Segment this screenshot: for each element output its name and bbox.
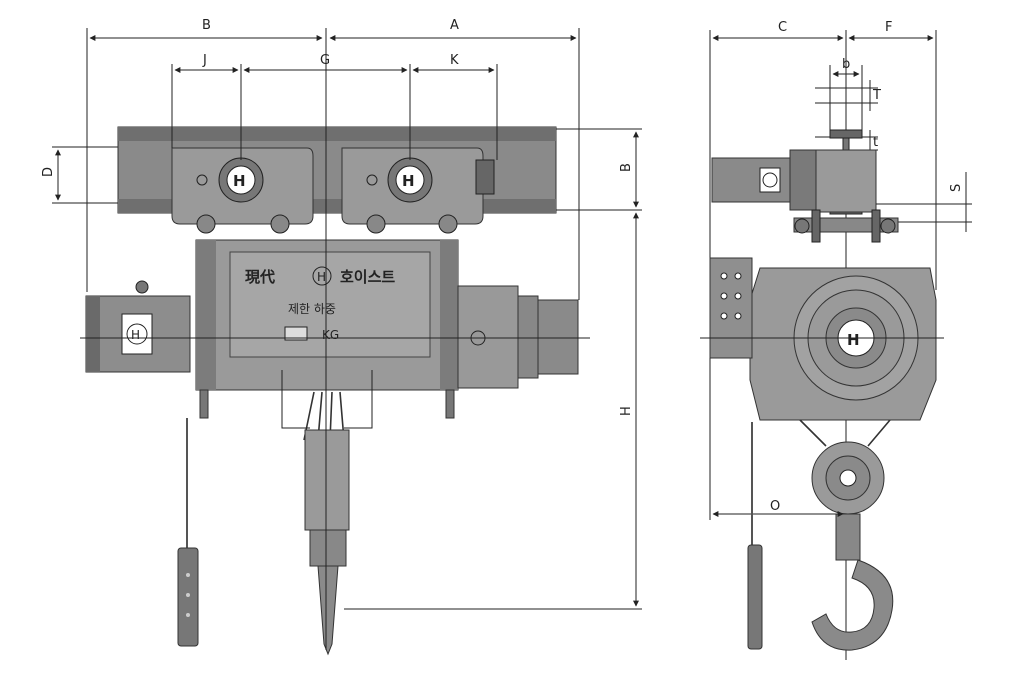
trolley-right: H	[341, 147, 495, 234]
dim-label-t-upper: T	[872, 88, 881, 103]
hyundai-logo-icon	[126, 323, 148, 345]
svg-text:H: H	[131, 328, 140, 342]
dim-label-j: J	[202, 53, 207, 68]
dim-label-o: O	[770, 499, 780, 514]
nameplate	[229, 251, 431, 358]
dim-label-a: A	[450, 18, 459, 33]
gearbox	[457, 285, 579, 389]
dim-label-b: B	[202, 18, 211, 33]
hyundai-logo-icon	[226, 165, 256, 195]
hyundai-logo-icon	[762, 172, 778, 188]
dim-label-t-lower: t	[873, 135, 878, 150]
dim-label-g: G	[320, 53, 330, 68]
svg-text:H: H	[402, 172, 415, 190]
dim-label-d: D	[41, 167, 56, 177]
svg-text:H: H	[317, 270, 326, 284]
nameplate-brand: 現代	[245, 268, 275, 286]
dim-label-f: F	[885, 20, 892, 35]
side-hook	[799, 419, 894, 651]
dim-label-b-flange: b	[842, 57, 850, 72]
nameplate-unit: KG	[322, 328, 339, 342]
side-view: C F b T t	[700, 20, 972, 660]
side-pendant-switch	[747, 422, 763, 650]
dim-label-h: H	[619, 406, 634, 416]
nameplate-product: 호이스트	[340, 268, 395, 286]
side-body: H	[709, 257, 937, 421]
svg-text:H: H	[233, 172, 246, 190]
trolley-motor	[711, 149, 817, 211]
dim-label-rail-b: B	[619, 163, 634, 172]
hook-block	[281, 370, 373, 656]
pendant-switch	[177, 418, 199, 647]
dim-label-c: C	[778, 20, 787, 35]
trolley-left: H	[171, 147, 314, 234]
front-view: H H 現代 H 호이스트 제한 하중 KG	[41, 18, 642, 656]
hoist-motor: H	[85, 280, 191, 373]
dim-label-k: K	[450, 53, 459, 68]
svg-text:H: H	[847, 331, 860, 349]
hyundai-logo-icon	[395, 165, 425, 195]
dim-label-s: S	[949, 184, 964, 192]
nameplate-capacity: 제한 하중	[288, 302, 336, 316]
